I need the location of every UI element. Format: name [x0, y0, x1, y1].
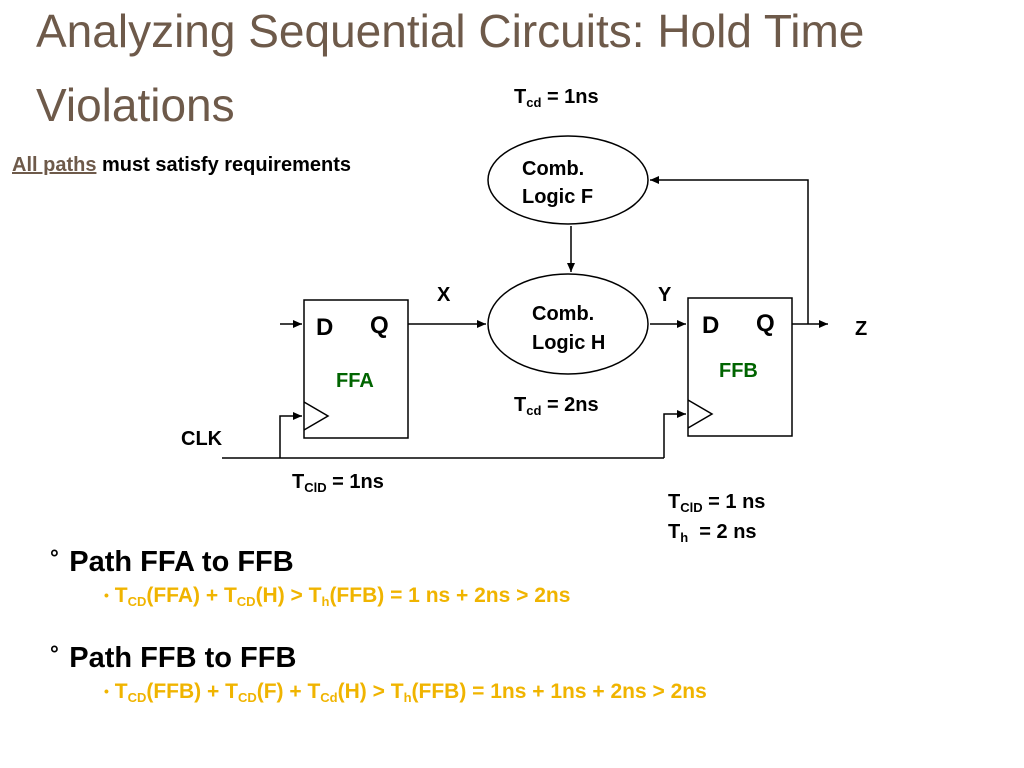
ffb-name: FFB — [719, 360, 758, 382]
bullet-marker: ° — [50, 641, 59, 666]
ffb-q-label: Q — [756, 310, 775, 337]
ffa-q-label: Q — [370, 312, 389, 339]
ffb-clock-triangle — [687, 399, 714, 429]
ffb-timing: TClD = 1 ns Th = 2 ns — [668, 487, 765, 547]
logic-f-ellipse — [487, 135, 649, 225]
ffa-timing: TClD = 1ns — [292, 471, 384, 495]
signal-z: Z — [855, 318, 868, 340]
clk-label: CLK — [181, 428, 223, 450]
all-paths-link[interactable]: All paths — [12, 154, 97, 176]
bullet-1: ° Path FFA to FFB — [50, 546, 294, 579]
ffa-clock-triangle — [303, 401, 330, 431]
bullet-marker: ° — [50, 545, 59, 570]
subtitle: All paths must satisfy requirements — [12, 154, 351, 177]
logic-h-ellipse — [487, 273, 649, 375]
ffa-d-label: D — [316, 314, 334, 341]
signal-y: Y — [658, 284, 672, 306]
clk-to-ffb-wire — [663, 410, 686, 458]
ffb-d-label: D — [702, 312, 720, 339]
ffa-box — [303, 299, 409, 439]
ffa-name: FFA — [336, 370, 374, 392]
bullet-heading: Path FFA to FFB — [69, 546, 294, 578]
ffb-th: Th = 2 ns — [668, 521, 757, 545]
bullet-2: ° Path FFB to FFB — [50, 642, 296, 675]
slide-title: Analyzing Sequential Circuits: Hold Time… — [36, 5, 865, 131]
bullet-2-equation: • TCD(FFB) + TCD(F) + TCd(H) > Th(FFB) =… — [104, 680, 707, 705]
logic-f-label: Comb.Logic F — [522, 158, 594, 208]
signal-x: X — [437, 284, 451, 306]
ffb-box — [687, 297, 793, 437]
ffb-tcld: TClD = 1 ns — [668, 491, 766, 515]
logic-h-label: Comb.Logic H — [532, 303, 606, 354]
feedback-wire — [650, 176, 809, 324]
subtitle-rest: must satisfy requirements — [96, 154, 351, 176]
tcd-h-label: Tcd = 2ns — [514, 394, 599, 418]
tcd-f-label: Tcd = 1ns — [514, 86, 599, 110]
clk-to-ffa-wire — [279, 412, 302, 458]
bullet-heading: Path FFB to FFB — [69, 642, 297, 674]
bullet-1-equation: • TCD(FFA) + TCD(H) > Th(FFB) = 1 ns + 2… — [104, 584, 571, 609]
